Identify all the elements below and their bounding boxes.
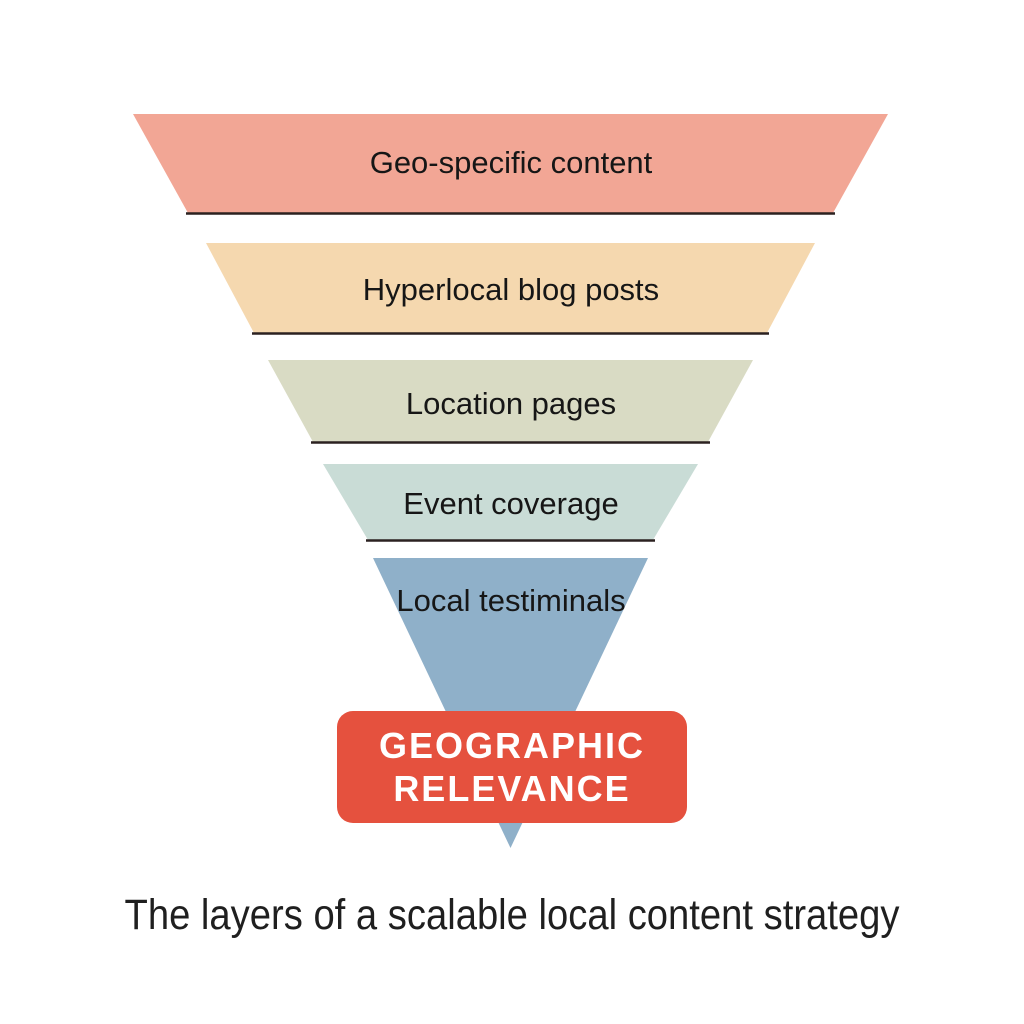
badge-line2: RELEVANCE [393, 768, 630, 809]
funnel-layer-4-label: Event coverage [403, 486, 618, 521]
caption: The layers of a scalable local content s… [125, 891, 900, 939]
funnel-layer-5-label: Local testiminals [396, 583, 625, 618]
funnel-layer-3-label: Location pages [406, 386, 616, 421]
funnel-layer-local-testiminals [373, 558, 648, 848]
geographic-relevance-badge [337, 711, 687, 823]
badge-line1: GEOGRAPHIC [379, 725, 645, 766]
funnel-layer-location-pages [268, 360, 753, 442]
funnel-layer-1-label: Geo-specific content [370, 145, 653, 180]
funnel-layer-geo-specific-content [133, 114, 888, 213]
funnel-layer-event-coverage [323, 464, 698, 540]
funnel-layer-2-label: Hyperlocal blog posts [363, 272, 659, 307]
funnel-layer-hyperlocal-blog-posts [206, 243, 815, 333]
